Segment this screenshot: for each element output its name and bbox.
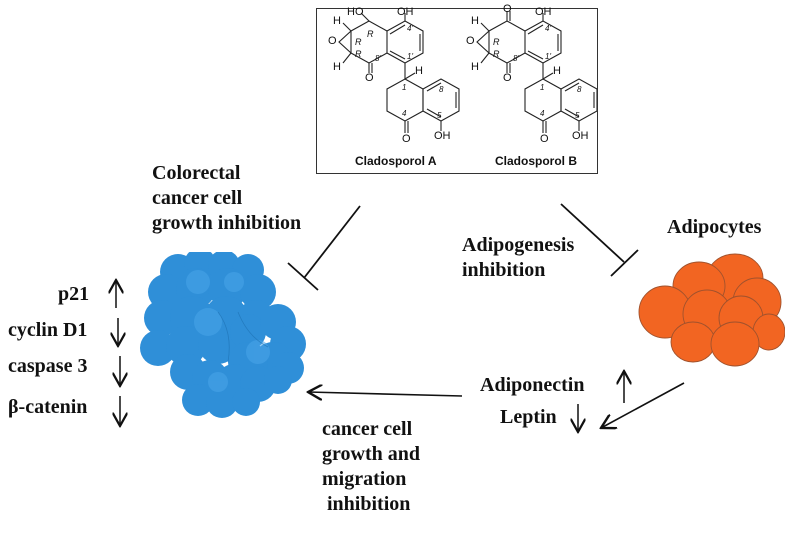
atom-h-a-c1: H [415, 65, 423, 77]
pos-a-4prime: 4' [407, 24, 413, 33]
atom-o-b-epoxide: O [466, 35, 475, 47]
atom-o-b-c4: O [540, 133, 549, 145]
cancer-cell-cluster [140, 252, 306, 418]
atom-h-b-top: H [471, 15, 479, 27]
atom-oh-a-top: OH [397, 6, 414, 18]
atom-h-b-c1: H [553, 65, 561, 77]
atom-o-b-carbonyl: O [503, 72, 512, 84]
chemical-structures-panel: OH HO H O H R R R O H O OH 4' 1' 8' 1 4 … [316, 3, 598, 174]
atom-oh-b-c5: OH [572, 130, 589, 142]
pos-a-8prime: 8' [375, 54, 381, 63]
pos-a-5: 5 [437, 111, 442, 120]
adipogenesis-inhibition-label: Adipogenesis inhibition [462, 233, 574, 283]
cladosporol-structures-drawing [338, 11, 597, 133]
atom-o-a-epoxide: O [328, 35, 337, 47]
colorectal-line-2: cancer cell [152, 187, 243, 209]
marker-cyclin-d1: cyclin D1 [8, 319, 88, 341]
migration-line-3: migration [322, 468, 407, 490]
pos-b-4: 4 [540, 109, 545, 118]
colorectal-inhibition-label: Colorectal cancer cell growth inhibition [152, 161, 301, 236]
atom-o-a-carbonyl: O [365, 72, 374, 84]
pos-b-8: 8 [577, 85, 582, 94]
pos-b-5: 5 [575, 111, 580, 120]
migration-line-4: inhibition [322, 493, 411, 515]
migration-line-2: growth and [322, 443, 420, 465]
pos-a-8: 8 [439, 85, 444, 94]
atom-ho-a: HO [347, 6, 364, 18]
pos-b-1prime: 1' [545, 52, 551, 61]
adipocyte-cluster [638, 253, 785, 367]
atom-o-b-top-carbonyl: O [503, 3, 512, 15]
arrow-adipocytes-to-adipokines [601, 382, 685, 428]
pos-a-1: 1 [402, 83, 407, 92]
adipocytes-label: Adipocytes [667, 216, 762, 238]
atom-o-a-c4: O [402, 133, 411, 145]
atom-h-a-bottom: H [333, 61, 341, 73]
leptin-label: Leptin [500, 406, 557, 428]
atom-r-a-1: R [367, 29, 374, 39]
adipogenesis-line-2: inhibition [462, 259, 546, 281]
marker-beta-catenin: β-catenin [8, 396, 88, 418]
arrow-adipokines-to-cancer [308, 392, 463, 396]
atom-h-a-top: H [333, 15, 341, 27]
pos-a-4: 4 [402, 109, 407, 118]
adiponectin-label: Adiponectin [480, 374, 585, 396]
adipogenesis-line-1: Adipogenesis [462, 234, 575, 256]
pos-b-1: 1 [540, 83, 545, 92]
marker-p21: p21 [58, 283, 90, 305]
atom-oh-b-top: OH [535, 6, 552, 18]
migration-line-1: cancer cell [322, 418, 413, 440]
atom-oh-a-c5: OH [434, 130, 451, 142]
compound-name-a: Cladosporol A [355, 154, 437, 168]
atom-h-b-bottom: H [471, 61, 479, 73]
atom-r-a-2: R [355, 37, 362, 47]
pos-b-8prime: 8' [513, 54, 519, 63]
atom-r-b-1: R [493, 37, 500, 47]
compound-name-b: Cladosporol B [495, 154, 578, 168]
migration-inhibition-label: cancer cell growth and migration inhibit… [322, 417, 420, 517]
pos-a-1prime: 1' [407, 52, 413, 61]
pos-b-4prime: 4' [545, 24, 551, 33]
inhibition-bar-adipocytes [610, 249, 639, 277]
atom-r-b-2: R [493, 49, 500, 59]
atom-r-a-3: R [355, 49, 362, 59]
marker-caspase-3: caspase 3 [8, 355, 88, 377]
colorectal-line-1: Colorectal [152, 162, 241, 184]
colorectal-line-3: growth inhibition [152, 212, 302, 234]
